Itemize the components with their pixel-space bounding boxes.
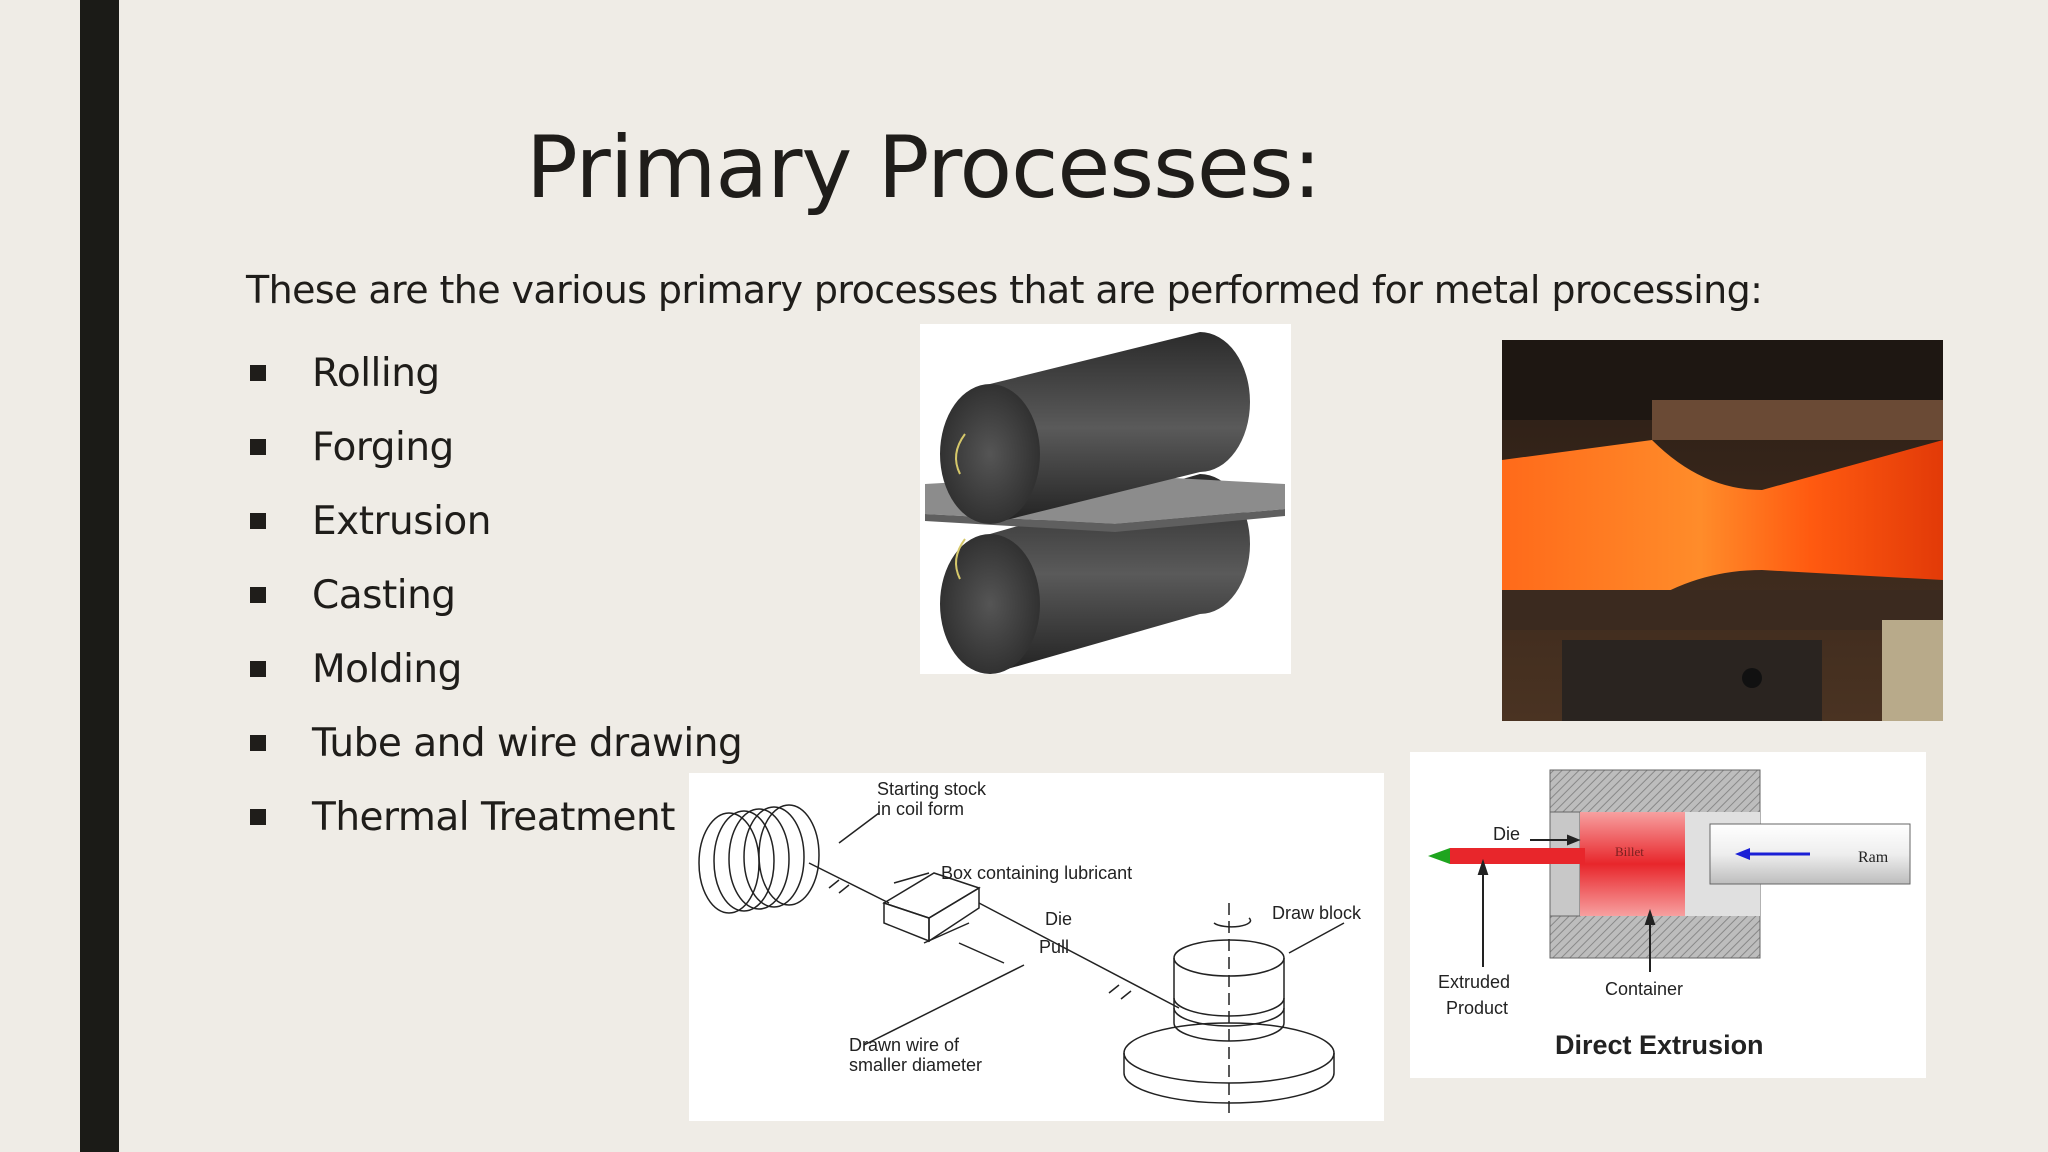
figure-title: Direct Extrusion [1555,1030,1764,1060]
list-item-label: Casting [312,572,456,618]
list-item-label: Extrusion [312,498,492,544]
label-container: Container [1605,979,1683,999]
bullet-square-icon [250,439,266,455]
label-die: Die [1493,824,1520,844]
bullet-square-icon [250,735,266,751]
list-item: Extrusion [248,484,742,558]
hot-forging-picture [1502,340,1943,721]
label-product: Product [1446,998,1508,1018]
wire-drawing-schematic: Starting stock in coil form Box containi… [698,779,1362,1113]
label-ram: Ram [1858,849,1889,866]
list-item: Forging [248,410,742,484]
intro-text: These are the various primary processes … [246,268,1763,312]
label-billet: Billet [1615,844,1644,859]
rolling-mill-drawing [925,332,1285,674]
bullet-square-icon [250,365,266,381]
list-item: Molding [248,632,742,706]
list-item: Tube and wire drawing [248,706,743,780]
list-item-label: Rolling [312,350,440,396]
forging-photo [1502,340,1943,721]
process-list: Rolling Forging Extrusion Casting Moldin… [248,336,743,854]
label-pull: Pull [1039,937,1069,957]
direct-extrusion-diagram: Die Billet Ram Extruded Product Containe… [1410,752,1926,1078]
decorative-side-bar [80,0,119,1152]
bullet-square-icon [250,661,266,677]
list-item-label: Forging [312,424,454,470]
extrusion-schematic: Die Billet Ram Extruded Product Containe… [1428,769,1911,1060]
list-item-label: Thermal Treatment [312,794,675,840]
list-item-label: Molding [312,646,462,692]
rolling-illustration [920,324,1291,674]
wire-drawing-diagram: Starting stock in coil form Box containi… [689,773,1384,1121]
label-smaller-diameter: smaller diameter [849,1055,982,1075]
label-coil-form: in coil form [877,799,964,819]
slide-title: Primary Processes: [526,118,1322,218]
list-item: Casting [248,558,742,632]
bullet-square-icon [250,587,266,603]
label-draw-block: Draw block [1272,903,1362,923]
bullet-square-icon [250,809,266,825]
list-item-label: Tube and wire drawing [312,720,743,766]
label-extruded: Extruded [1438,972,1510,992]
label-starting-stock: Starting stock [877,779,987,799]
label-die: Die [1045,909,1072,929]
list-item: Rolling [248,336,742,410]
list-item: Thermal Treatment [248,780,742,854]
label-drawn-wire: Drawn wire of [849,1035,960,1055]
label-lubricant-box: Box containing lubricant [941,863,1132,883]
bullet-square-icon [250,513,266,529]
